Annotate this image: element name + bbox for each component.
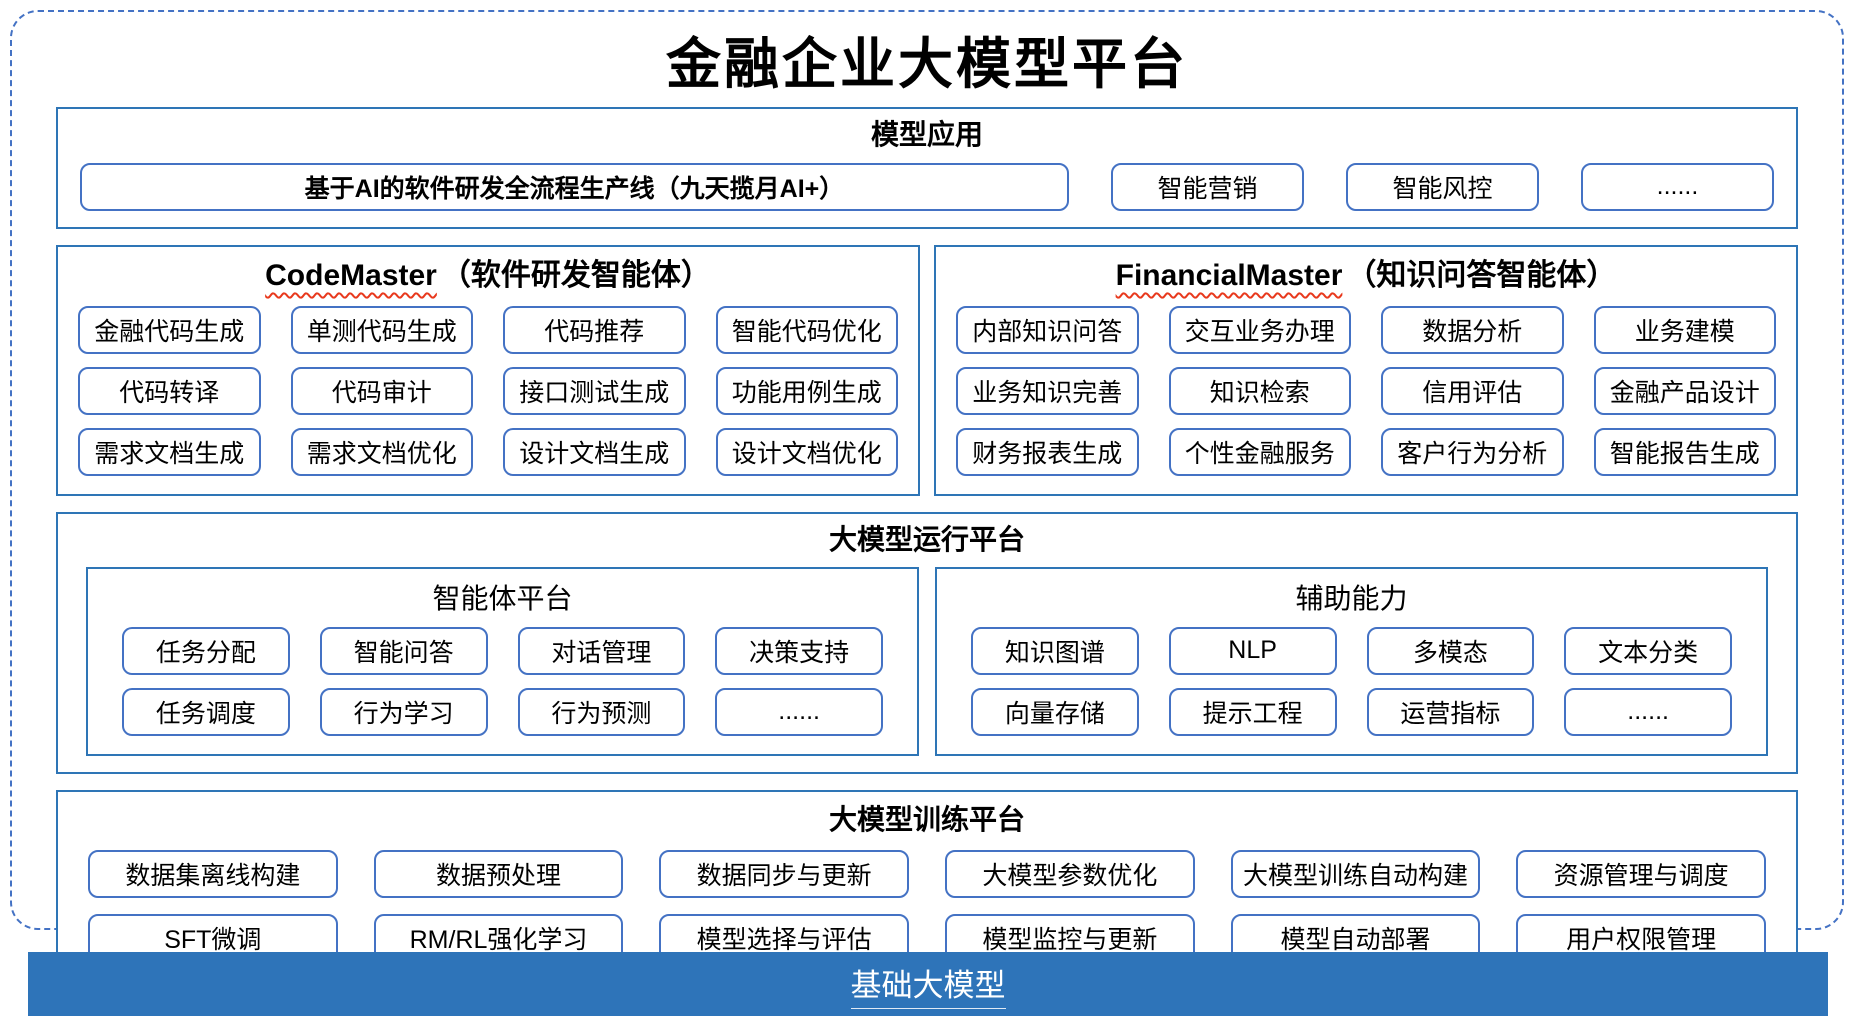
capability-node: 业务建模 [1593, 306, 1776, 355]
capability-node: 任务分配 [122, 626, 290, 675]
capability-node: 个性金融服务 [1168, 428, 1351, 477]
capability-node: 交互业务办理 [1168, 306, 1351, 355]
aux-capability-title: 辅助能力 [1295, 582, 1408, 614]
page-title: 金融企业大模型平台 [665, 31, 1188, 96]
financialmaster-header: FinancialMaster（知识问答智能体） [956, 257, 1776, 295]
capability-node: 多模态 [1366, 626, 1535, 675]
app-node-ellipsis: ...... [1580, 162, 1774, 211]
app-node: 智能风控 [1345, 162, 1539, 211]
capability-node: 设计文档生成 [503, 428, 686, 477]
agent-platform-grid: 任务分配 智能问答 对话管理 决策支持 任务调度 行为学习 行为预测 .....… [122, 626, 883, 736]
capability-node: 接口测试生成 [503, 367, 686, 416]
capability-node: 行为学习 [319, 687, 488, 736]
capability-node: 金融产品设计 [1593, 367, 1776, 416]
capability-node: 对话管理 [517, 626, 686, 675]
capability-node: 智能报告生成 [1593, 428, 1776, 477]
capability-node: 智能问答 [319, 626, 488, 675]
capability-node: 智能代码优化 [715, 306, 898, 355]
capability-node: 文本分类 [1564, 626, 1732, 675]
model-applications-row: 基于AI的软件研发全流程生产线（九天揽月AI+） 智能营销 智能风控 .....… [72, 162, 1782, 211]
agent-platform-box: 智能体平台 任务分配 智能问答 对话管理 决策支持 任务调度 行为学习 行为预测… [86, 566, 919, 756]
capability-node-ellipsis: ...... [715, 687, 883, 736]
capability-node: 单测代码生成 [290, 306, 473, 355]
capability-node: 代码推荐 [503, 306, 686, 355]
capability-node: 行为预测 [517, 687, 686, 736]
codemaster-name: CodeMaster [265, 258, 437, 292]
capability-node: 需求文档优化 [290, 428, 473, 477]
capability-node: 代码转译 [78, 367, 261, 416]
capability-node: 知识检索 [1168, 367, 1351, 416]
capability-node: 代码审计 [290, 367, 473, 416]
capability-node: 需求文档生成 [78, 428, 261, 477]
aux-capability-box: 辅助能力 知识图谱 NLP 多模态 文本分类 向量存储 提示工程 运营指标 ..… [935, 566, 1768, 756]
capability-node: 业务知识完善 [956, 367, 1139, 416]
capability-node: 设计文档优化 [715, 428, 898, 477]
codemaster-grid: 金融代码生成 单测代码生成 代码推荐 智能代码优化 代码转译 代码审计 接口测试… [78, 306, 898, 477]
capability-node: 大模型参数优化 [945, 850, 1195, 899]
sections-container: 模型应用 基于AI的软件研发全流程生产线（九天揽月AI+） 智能营销 智能风控 … [12, 106, 1842, 985]
financialmaster-subtitle: （知识问答智能体） [1346, 258, 1617, 292]
foundation-model-label: 基础大模型 [850, 960, 1006, 1009]
capability-node-ellipsis: ...... [1564, 687, 1732, 736]
capability-node: 数据集离线构建 [88, 850, 338, 899]
foundation-model-bar: 基础大模型 [28, 952, 1828, 1016]
capability-node: NLP [1168, 626, 1337, 675]
section-runtime-platform: 大模型运行平台 智能体平台 任务分配 智能问答 对话管理 决策支持 任务调度 行… [56, 512, 1798, 774]
capability-node: 金融代码生成 [78, 306, 261, 355]
capability-node: 数据分析 [1381, 306, 1564, 355]
capability-node: 功能用例生成 [715, 367, 898, 416]
training-grid: 数据集离线构建 数据预处理 数据同步与更新 大模型参数优化 大模型训练自动构建 … [88, 850, 1766, 963]
capability-node: 资源管理与调度 [1516, 850, 1766, 899]
model-applications-header: 模型应用 [870, 118, 983, 150]
platform-outer-frame: 金融企业大模型平台 模型应用 基于AI的软件研发全流程生产线（九天揽月AI+） … [10, 10, 1844, 985]
capability-node: 数据预处理 [373, 850, 624, 899]
capability-node: 向量存储 [971, 687, 1139, 736]
capability-node: 决策支持 [715, 626, 883, 675]
codemaster-header: CodeMaster（软件研发智能体） [78, 257, 898, 295]
capability-node: 财务报表生成 [956, 428, 1139, 477]
runtime-platform-header: 大模型运行平台 [828, 524, 1025, 556]
codemaster-subtitle: （软件研发智能体） [440, 258, 711, 292]
capability-node: 大模型训练自动构建 [1230, 850, 1481, 899]
agents-row: CodeMaster（软件研发智能体） 金融代码生成 单测代码生成 代码推荐 智… [56, 244, 1798, 497]
capability-node: 提示工程 [1168, 687, 1337, 736]
training-platform-header: 大模型训练平台 [828, 803, 1025, 835]
financialmaster-box: FinancialMaster（知识问答智能体） 内部知识问答 交互业务办理 数… [934, 244, 1798, 497]
runtime-groups-row: 智能体平台 任务分配 智能问答 对话管理 决策支持 任务调度 行为学习 行为预测… [86, 566, 1768, 756]
capability-node: 任务调度 [122, 687, 290, 736]
capability-node: 信用评估 [1381, 367, 1564, 416]
capability-node: 运营指标 [1366, 687, 1535, 736]
app-node: 智能营销 [1110, 162, 1304, 211]
capability-node: 知识图谱 [971, 626, 1139, 675]
pipeline-node: 基于AI的软件研发全流程生产线（九天揽月AI+） [80, 162, 1069, 211]
section-model-applications: 模型应用 基于AI的软件研发全流程生产线（九天揽月AI+） 智能营销 智能风控 … [56, 106, 1798, 229]
capability-node: 数据同步与更新 [659, 850, 909, 899]
capability-node: 内部知识问答 [956, 306, 1139, 355]
financialmaster-grid: 内部知识问答 交互业务办理 数据分析 业务建模 业务知识完善 知识检索 信用评估… [956, 306, 1776, 477]
codemaster-box: CodeMaster（软件研发智能体） 金融代码生成 单测代码生成 代码推荐 智… [56, 244, 920, 497]
capability-node: 客户行为分析 [1381, 428, 1564, 477]
agent-platform-title: 智能体平台 [432, 582, 573, 614]
aux-capability-grid: 知识图谱 NLP 多模态 文本分类 向量存储 提示工程 运营指标 ...... [971, 626, 1732, 736]
financialmaster-name: FinancialMaster [1115, 258, 1343, 292]
